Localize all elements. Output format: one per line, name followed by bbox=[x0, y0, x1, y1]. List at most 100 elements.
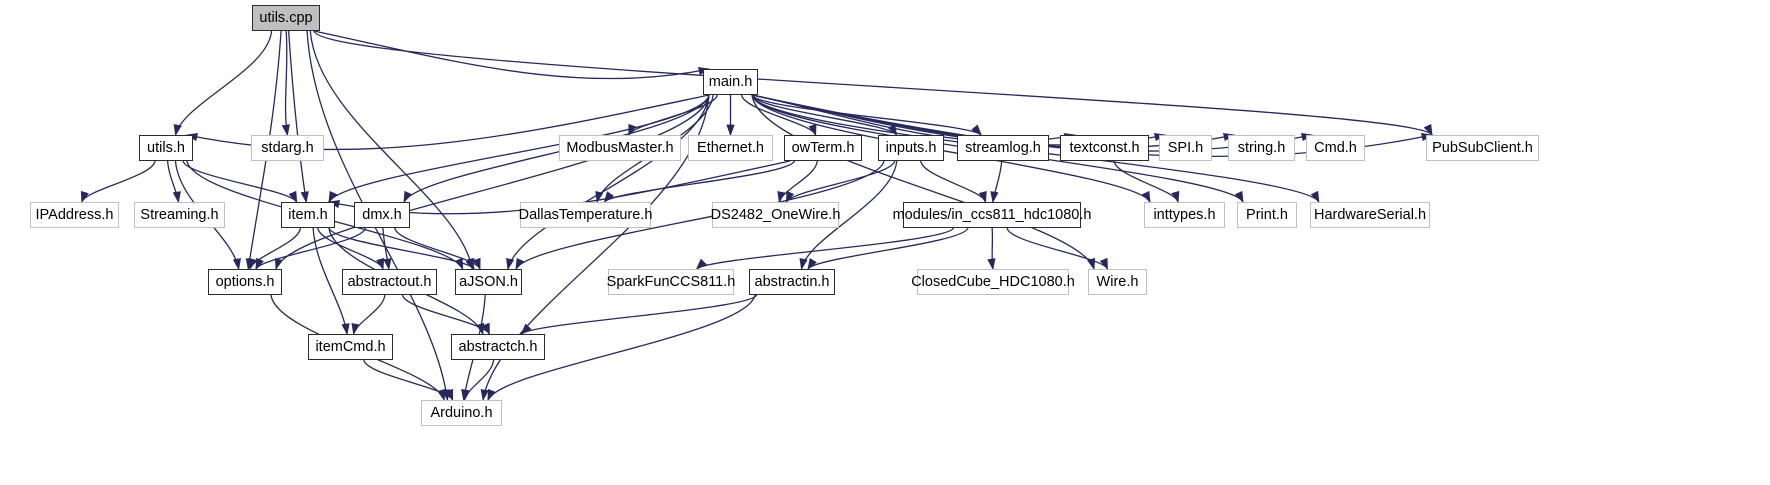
edge-utils-cpp-to-stdarg-h bbox=[281, 30, 290, 137]
node-utils-h[interactable]: utils.h bbox=[139, 135, 193, 161]
node-textconst-h[interactable]: textconst.h bbox=[1060, 135, 1149, 161]
edge-abstractin-h-to-arduino-h bbox=[487, 294, 756, 402]
edge-main-h-to-item-h bbox=[328, 94, 710, 204]
node-modbusmaster-h: ModbusMaster.h bbox=[559, 135, 681, 161]
edge-main-h-to-inttypes-h bbox=[751, 94, 1151, 204]
edge-item-h-to-itemcmd-h bbox=[312, 227, 350, 336]
node-streamlog-h[interactable]: streamlog.h bbox=[957, 135, 1049, 161]
edge-main-h-to-ajson-h bbox=[506, 94, 710, 271]
node-abstractin-h[interactable]: abstractin.h bbox=[749, 269, 835, 295]
node-label: aJSON.h bbox=[459, 274, 518, 290]
node-label: textconst.h bbox=[1069, 140, 1140, 156]
edge-main-h-to-dmx-h bbox=[403, 94, 710, 204]
node-label: abstractin.h bbox=[754, 274, 830, 290]
node-label: ModbusMaster.h bbox=[566, 140, 674, 156]
node-label: Arduino.h bbox=[430, 405, 493, 421]
node-owterm-h[interactable]: owTerm.h bbox=[784, 135, 862, 161]
node-print-h: Print.h bbox=[1237, 202, 1297, 228]
node-closedcube-h: ClosedCube_HDC1080.h bbox=[911, 269, 1075, 295]
edge-abstractout-h-to-abstractch-h bbox=[401, 294, 490, 336]
node-dallastemp-h: DallasTemperature.h bbox=[518, 202, 653, 228]
node-label: DallasTemperature.h bbox=[518, 207, 653, 223]
edge-dmx-h-to-options-h bbox=[255, 227, 367, 271]
node-label: ClosedCube_HDC1080.h bbox=[911, 274, 1075, 290]
edge-utils-cpp-to-item-h bbox=[287, 30, 309, 204]
edge-main-h-to-inputs-h bbox=[751, 94, 898, 137]
node-label: Streaming.h bbox=[140, 207, 219, 223]
edge-ccs811-h-to-wire-h bbox=[1006, 227, 1109, 271]
node-inttypes-h: inttypes.h bbox=[1144, 202, 1225, 228]
node-ds2482-h: DS2482_OneWire.h bbox=[710, 202, 841, 228]
node-string-h: string.h bbox=[1228, 135, 1295, 161]
edge-utils-h-to-ipaddress-h bbox=[80, 160, 156, 204]
node-spi-h: SPI.h bbox=[1159, 135, 1212, 161]
edge-dmx-h-to-abstractout-h bbox=[382, 227, 392, 271]
edge-utils-h-to-streaming-h bbox=[166, 160, 181, 204]
node-label: Cmd.h bbox=[1314, 140, 1357, 156]
node-label: SparkFunCCS811.h bbox=[606, 274, 736, 290]
node-label: Wire.h bbox=[1096, 274, 1139, 290]
node-label: abstractout.h bbox=[347, 274, 432, 290]
node-ipaddress-h: IPAddress.h bbox=[30, 202, 119, 228]
node-ajson-h[interactable]: aJSON.h bbox=[455, 269, 522, 295]
node-streaming-h: Streaming.h bbox=[134, 202, 225, 228]
node-cmd-h: Cmd.h bbox=[1306, 135, 1365, 161]
node-label: inttypes.h bbox=[1153, 207, 1216, 223]
edge-main-h-to-wire-h bbox=[751, 94, 1096, 271]
node-dmx-h[interactable]: dmx.h bbox=[354, 202, 410, 228]
node-utils-cpp[interactable]: utils.cpp bbox=[252, 5, 320, 31]
edge-streamlog-h-to-ccs811-h bbox=[990, 160, 1003, 204]
node-inputs-h[interactable]: inputs.h bbox=[878, 135, 944, 161]
edge-inputs-h-to-ccs811-h bbox=[920, 160, 987, 204]
node-label: item.h bbox=[288, 207, 328, 223]
edge-main-h-to-options-h bbox=[275, 94, 710, 271]
node-label: SPI.h bbox=[1167, 140, 1204, 156]
edge-inputs-h-to-ajson-h bbox=[515, 160, 885, 271]
node-stdarg-h: stdarg.h bbox=[251, 135, 324, 161]
node-label: dmx.h bbox=[362, 207, 402, 223]
node-label: DS2482_OneWire.h bbox=[710, 207, 841, 223]
node-options-h[interactable]: options.h bbox=[208, 269, 282, 295]
node-label: modules/in_ccs811_hdc1080.h bbox=[892, 207, 1092, 223]
node-label: Print.h bbox=[1246, 207, 1288, 223]
edge-main-h-to-owterm-h bbox=[740, 94, 817, 137]
node-main-h[interactable]: main.h bbox=[703, 69, 758, 95]
node-label: inputs.h bbox=[885, 140, 937, 156]
node-ccs811-h[interactable]: modules/in_ccs811_hdc1080.h bbox=[893, 202, 1091, 228]
node-label: owTerm.h bbox=[791, 140, 855, 156]
node-hardwareserial-h: HardwareSerial.h bbox=[1310, 202, 1430, 228]
node-sparkfunccs811-h: SparkFunCCS811.h bbox=[606, 269, 736, 295]
node-label: main.h bbox=[708, 74, 753, 90]
edge-inputs-h-to-abstractin-h bbox=[799, 160, 898, 271]
node-wire-h: Wire.h bbox=[1088, 269, 1147, 295]
node-arduino-h: Arduino.h bbox=[421, 400, 502, 426]
node-label: Ethernet.h bbox=[697, 140, 764, 156]
edge-utils-cpp-to-utils-h bbox=[173, 30, 273, 137]
node-abstractout-h[interactable]: abstractout.h bbox=[342, 269, 437, 295]
node-label: stdarg.h bbox=[261, 140, 314, 156]
edge-utils-cpp-to-pubsubclient-h bbox=[313, 30, 1433, 137]
node-abstractch-h[interactable]: abstractch.h bbox=[451, 334, 545, 360]
edge-utils-cpp-to-main-h bbox=[313, 30, 711, 80]
edge-ccs811-h-to-abstractin-h bbox=[807, 227, 969, 271]
node-label: itemCmd.h bbox=[315, 339, 386, 355]
edge-item-h-to-options-h bbox=[248, 227, 302, 271]
edge-inputs-h-to-ds2482-h bbox=[785, 160, 896, 204]
edge-ccs811-h-to-sparkfunccs811-h bbox=[695, 227, 955, 270]
node-item-h[interactable]: item.h bbox=[281, 202, 335, 228]
edge-ccs811-h-to-closedcube-h bbox=[987, 227, 996, 271]
edge-textconst-h-to-inttypes-h bbox=[1113, 160, 1180, 204]
node-label: IPAddress.h bbox=[35, 207, 114, 223]
node-itemcmd-h[interactable]: itemCmd.h bbox=[308, 334, 393, 360]
node-label: abstractch.h bbox=[458, 339, 538, 355]
edge-utils-h-to-item-h bbox=[182, 160, 298, 204]
node-label: HardwareSerial.h bbox=[1313, 207, 1427, 223]
edge-item-h-to-ajson-h bbox=[328, 227, 475, 271]
edge-item-h-to-abstractout-h bbox=[317, 227, 385, 271]
node-label: string.h bbox=[1237, 140, 1286, 156]
node-pubsubclient-h: PubSubClient.h bbox=[1426, 135, 1539, 161]
node-label: PubSubClient.h bbox=[1432, 140, 1533, 156]
edge-abstractin-h-to-abstractch-h bbox=[520, 294, 758, 335]
